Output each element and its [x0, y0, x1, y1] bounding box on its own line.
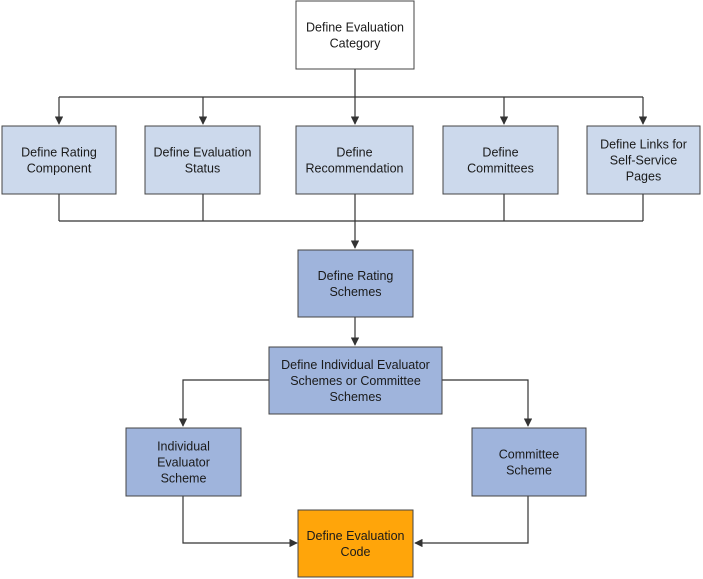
- node-label-line: Define Evaluation: [306, 21, 404, 35]
- node-label-line: Scheme: [161, 472, 207, 486]
- node-label-line: Define Links for: [600, 138, 687, 152]
- node-label-line: Committee: [499, 448, 559, 462]
- node-label-line: Define Evaluation: [307, 529, 405, 543]
- node-box: [442, 125, 559, 195]
- node-label-line: Define Rating: [21, 146, 97, 160]
- node-label-line: Define Rating: [318, 269, 394, 283]
- node-label-line: Schemes or Committee: [290, 374, 421, 388]
- node-label-line: Self-Service: [610, 154, 677, 168]
- node-box: [1, 125, 117, 195]
- node-label-line: Individual: [157, 440, 210, 454]
- node-label-line: Define: [336, 146, 372, 160]
- node-label-line: Committees: [467, 162, 534, 176]
- node-box: [295, 0, 415, 70]
- node-box: [297, 509, 414, 578]
- node-box: [295, 125, 414, 195]
- node-box: [144, 125, 261, 195]
- arrow-to-individual: [178, 379, 269, 427]
- arrow-committee-to-code: [414, 496, 529, 548]
- node-label-line: Define Individual Evaluator: [281, 358, 430, 372]
- node-label-line: Define Evaluation: [154, 146, 252, 160]
- arrow-to-committee: [442, 379, 533, 427]
- node-label-line: Scheme: [506, 464, 552, 478]
- node-label-line: Evaluator: [157, 456, 210, 470]
- node-label-line: Code: [341, 545, 371, 559]
- node-label-line: Recommendation: [306, 162, 404, 176]
- node-label-line: Schemes: [329, 285, 381, 299]
- connectors: [54, 69, 648, 548]
- node-box: [471, 427, 587, 497]
- node-label-line: Component: [27, 162, 92, 176]
- node-label-line: Status: [185, 162, 220, 176]
- node-label-line: Pages: [626, 170, 661, 184]
- node-box: [125, 427, 242, 497]
- node-box: [297, 249, 414, 318]
- arrow-individual-to-code: [182, 496, 298, 548]
- node-box: [268, 346, 443, 415]
- node-label-line: Schemes: [329, 390, 381, 404]
- node-label-line: Define: [482, 146, 518, 160]
- node-box: [586, 125, 701, 195]
- node-label-line: Category: [330, 37, 381, 51]
